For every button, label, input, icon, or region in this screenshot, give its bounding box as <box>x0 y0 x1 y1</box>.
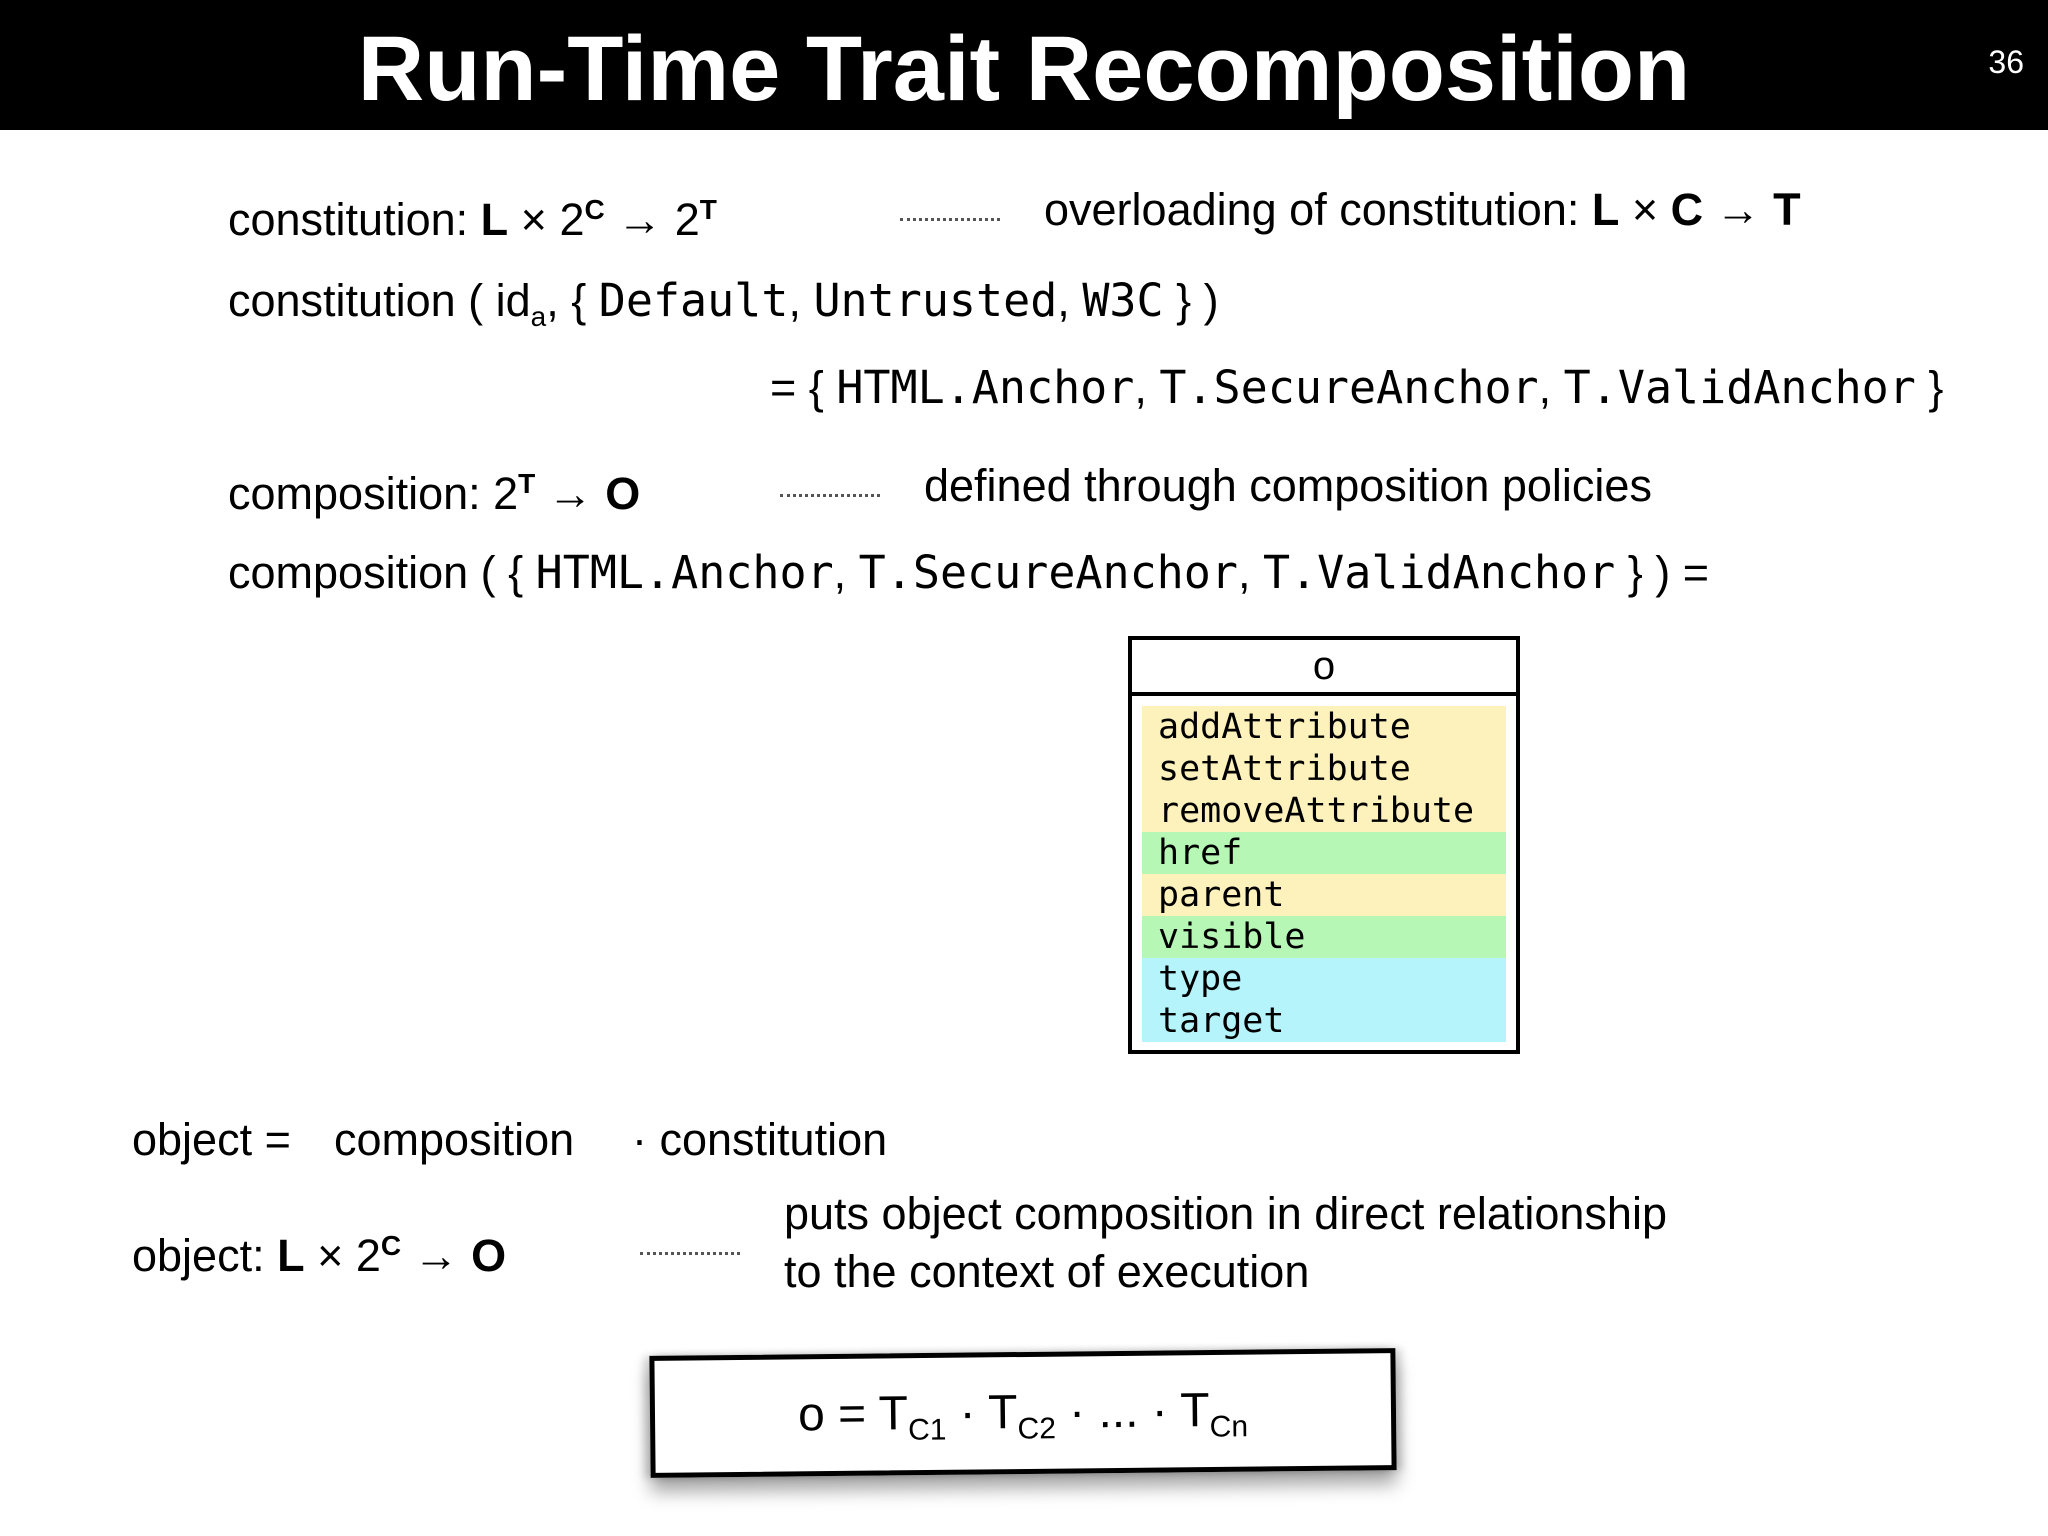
text-span: } ) = <box>1615 547 1709 598</box>
text-span: C <box>1670 184 1704 235</box>
text-span: composition ( { <box>228 547 536 598</box>
member-row: setAttribute <box>1142 748 1506 790</box>
composition-call: composition ( { HTML.Anchor, T.SecureAnc… <box>228 545 1709 601</box>
text-span: · ... · T <box>1055 1384 1210 1439</box>
page-number: 36 <box>1988 44 2024 80</box>
text-span: , <box>1057 275 1083 326</box>
code-token: HTML.Anchor <box>836 361 1135 414</box>
object-note-line1: puts object composition in direct relati… <box>784 1188 1667 1239</box>
object-class-box: o addAttribute setAttribute removeAttrib… <box>1128 636 1520 1054</box>
text-span: × 2 <box>508 194 585 245</box>
object-definition-constitution: · constitution <box>632 1114 888 1165</box>
text-span: T <box>1773 184 1801 235</box>
text-span: = { <box>770 362 837 413</box>
text-span: , { <box>546 275 599 326</box>
text-span: → <box>1703 184 1774 235</box>
slide-title: Run-Time Trait Recomposition <box>357 18 1691 120</box>
superscript: T <box>699 194 717 225</box>
composition-note: defined through composition policies <box>924 460 1652 511</box>
text-span: object: <box>132 1230 278 1281</box>
composition-signature: composition: 2T → O <box>228 456 640 522</box>
slide-header: Run-Time Trait Recomposition 36 <box>0 0 2048 130</box>
member-row: target <box>1142 1000 1506 1042</box>
dotted-leader <box>640 1252 740 1255</box>
dotted-leader <box>780 494 880 497</box>
text-span: → 2 <box>604 194 700 245</box>
code-token: T.ValidAnchor <box>1262 546 1616 599</box>
superscript: T <box>518 468 536 499</box>
code-token: W3C <box>1082 274 1164 327</box>
text-span: × <box>1619 184 1671 235</box>
text-span: L <box>277 1230 305 1281</box>
text-span: , <box>1134 362 1160 413</box>
text-span: O <box>605 468 641 519</box>
formula-box: o = TC1 · TC2 · ... · TCn <box>649 1348 1397 1478</box>
dotted-leader <box>900 218 1000 221</box>
code-token: T.SecureAnchor <box>858 546 1238 599</box>
subscript: Cn <box>1209 1410 1249 1444</box>
member-row: parent <box>1142 874 1506 916</box>
text-span: × 2 <box>304 1230 381 1281</box>
object-note-line2: to the context of execution <box>784 1246 1310 1297</box>
subscript: a <box>530 301 547 332</box>
text-span: } ) <box>1163 275 1219 326</box>
text-span: L <box>1591 184 1620 235</box>
subscript: C1 <box>907 1413 947 1447</box>
member-row: addAttribute <box>1142 706 1506 748</box>
constitution-signature: constitution: L × 2C → 2T <box>228 182 717 248</box>
code-token: T.ValidAnchor <box>1563 361 1916 414</box>
text-span: constitution: <box>228 194 481 245</box>
text-span: L <box>480 194 509 245</box>
text-span: · T <box>946 1386 1018 1440</box>
text-span: } <box>1915 362 1944 413</box>
superscript: C <box>380 1230 402 1261</box>
object-signature: object: L × 2C → O <box>132 1218 506 1284</box>
text-span: constitution ( id <box>228 275 531 326</box>
text-span: composition: 2 <box>228 468 519 519</box>
constitution-call: constitution ( ida, { Default, Untrusted… <box>228 273 1219 345</box>
constitution-overloading: overloading of constitution: L × C → T <box>1044 182 1801 238</box>
member-row: type <box>1142 958 1506 1000</box>
subscript: C2 <box>1017 1412 1057 1446</box>
class-name: o <box>1132 640 1516 696</box>
text-span: → <box>535 468 606 519</box>
object-definition-lhs: object = <box>132 1114 291 1165</box>
object-definition-composition: composition <box>334 1114 575 1165</box>
code-token: Untrusted <box>813 274 1058 327</box>
text-span: o = T <box>797 1387 909 1442</box>
text-span: O <box>471 1230 507 1281</box>
code-token: T.SecureAnchor <box>1159 361 1539 414</box>
formula-text: o = TC1 · TC2 · ... · TCn <box>654 1353 1391 1489</box>
member-row: removeAttribute <box>1142 790 1506 832</box>
member-row: href <box>1142 832 1506 874</box>
constitution-result: = { HTML.Anchor, T.SecureAnchor, T.Valid… <box>770 360 1943 416</box>
text-span: , <box>833 547 859 598</box>
text-span: → <box>401 1230 472 1281</box>
superscript: C <box>584 194 605 225</box>
text-span: , <box>1538 362 1564 413</box>
member-row: visible <box>1142 916 1506 958</box>
member-list: addAttribute setAttribute removeAttribut… <box>1132 696 1516 1042</box>
text-span: , <box>788 275 814 326</box>
text-span: , <box>1237 547 1263 598</box>
code-token: HTML.Anchor <box>535 546 834 599</box>
text-span: overloading of constitution: <box>1044 184 1592 235</box>
code-token: Default <box>598 274 789 327</box>
